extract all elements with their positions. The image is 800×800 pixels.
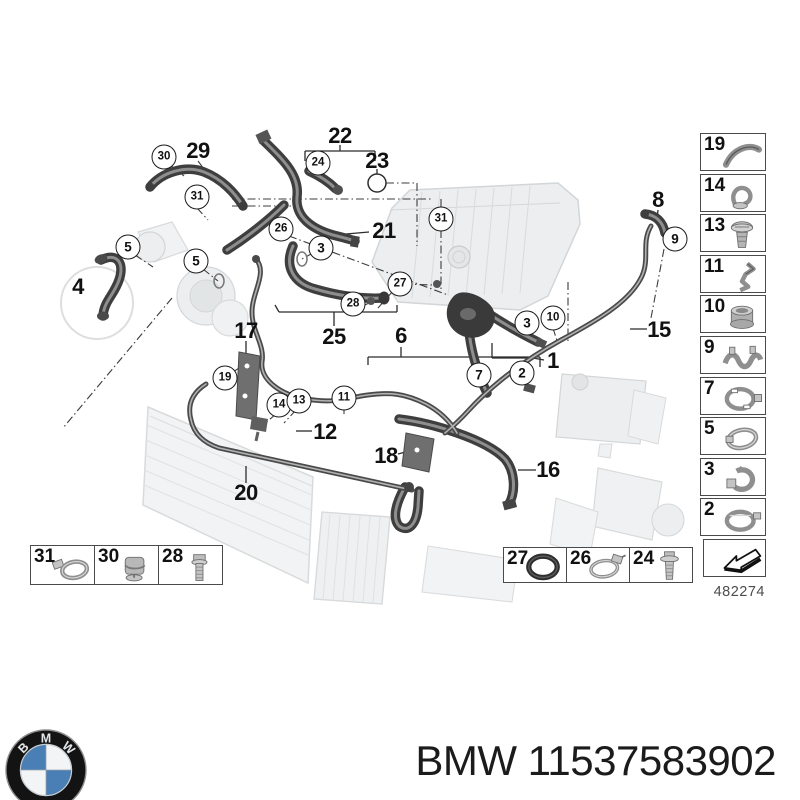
legend-number: 10 [704, 296, 726, 318]
ghost-mount-bracket [421, 467, 685, 603]
bracket-17 [235, 351, 261, 421]
part-number: 11537583902 [527, 737, 777, 784]
legend-box-26: 26 [566, 547, 630, 583]
legend-box-28: 28 [158, 545, 223, 585]
legend-number: 28 [162, 546, 184, 567]
flanged-bolt-icon [646, 550, 692, 582]
logo-quadrant-se [46, 770, 71, 795]
grommet-bushing-icon [719, 300, 765, 332]
o-ring-icon [520, 550, 566, 582]
double-pipe-clamp-icon [719, 341, 765, 373]
legend-box-31: 31 [30, 545, 95, 585]
legend-box-13: 13 [700, 214, 766, 253]
legend-box-5: 5 [700, 417, 766, 456]
legend-box-27: 27 [503, 547, 567, 583]
legend-number: 27 [507, 548, 529, 569]
part-number-title: BMW 11537583902 [415, 737, 776, 785]
legend-number: 14 [704, 174, 726, 196]
drawing-number: 482274 [713, 584, 765, 600]
legend-number: 5 [704, 418, 715, 440]
mounting-brackets [235, 351, 435, 473]
clip-12 [250, 416, 268, 432]
seal-ring-23-target [367, 173, 387, 193]
legend-box-arrow [703, 539, 766, 577]
brand-name: BMW [415, 737, 517, 784]
hose-fittings [94, 129, 649, 511]
legend-number: 24 [633, 548, 655, 569]
direction-arrow-icon [719, 544, 765, 576]
legend-box-19: 19 [700, 133, 766, 171]
ghost-expansion-tank [555, 373, 667, 459]
ghost-radiator [142, 405, 314, 585]
legend-number: 3 [704, 458, 715, 480]
barrel-clamp-icon [112, 552, 158, 584]
legend-number: 11 [704, 255, 725, 277]
ghost-engine [371, 182, 581, 311]
expanding-rivet-icon [719, 219, 765, 251]
logo-quadrant-ne [46, 745, 71, 770]
legend-box-14: 14 [700, 173, 766, 212]
curved-hose-bracket-icon [719, 138, 765, 170]
legend-number: 19 [704, 134, 726, 155]
spring-clamp-icon [719, 463, 765, 495]
legend-number: 13 [704, 215, 726, 237]
ghost-water-pump [60, 221, 249, 340]
angle-bracket-icon [719, 260, 765, 293]
legend-box-3: 3 [700, 457, 766, 496]
logo-letter-m: M [41, 732, 51, 746]
legend-number: 26 [570, 548, 592, 569]
ghost-radiator-lower [313, 511, 391, 605]
thermostat-housing [446, 292, 495, 338]
logo-quadrant-sw [21, 770, 46, 795]
legend-box-9: 9 [700, 336, 766, 374]
legend-box-11: 11 [700, 254, 766, 293]
legend-box-30: 30 [94, 545, 159, 585]
legend-box-24: 24 [629, 547, 693, 583]
bmw-roundel-logo: B M W [5, 729, 87, 800]
legend-number: 9 [704, 337, 715, 358]
band-clamp-tab2-icon [719, 503, 765, 535]
legend-box-2: 2 [700, 498, 766, 537]
bracket-18 [401, 432, 435, 473]
logo-quadrant-nw [21, 745, 46, 770]
legend-number: 30 [98, 546, 120, 567]
band-clamp-tab-icon [719, 382, 765, 414]
legend-box-10: 10 [700, 295, 766, 334]
worm-clamp-icon [583, 550, 629, 582]
legend-box-7: 7 [700, 376, 766, 415]
legend-number: 31 [34, 546, 56, 567]
legend-number: 7 [704, 377, 715, 399]
hex-bolt-icon [176, 552, 222, 584]
holder-clip-icon [719, 179, 765, 211]
band-clamp-icon [719, 422, 765, 454]
hose-clamp-piece-icon [48, 552, 94, 584]
legend-number: 2 [704, 499, 715, 521]
